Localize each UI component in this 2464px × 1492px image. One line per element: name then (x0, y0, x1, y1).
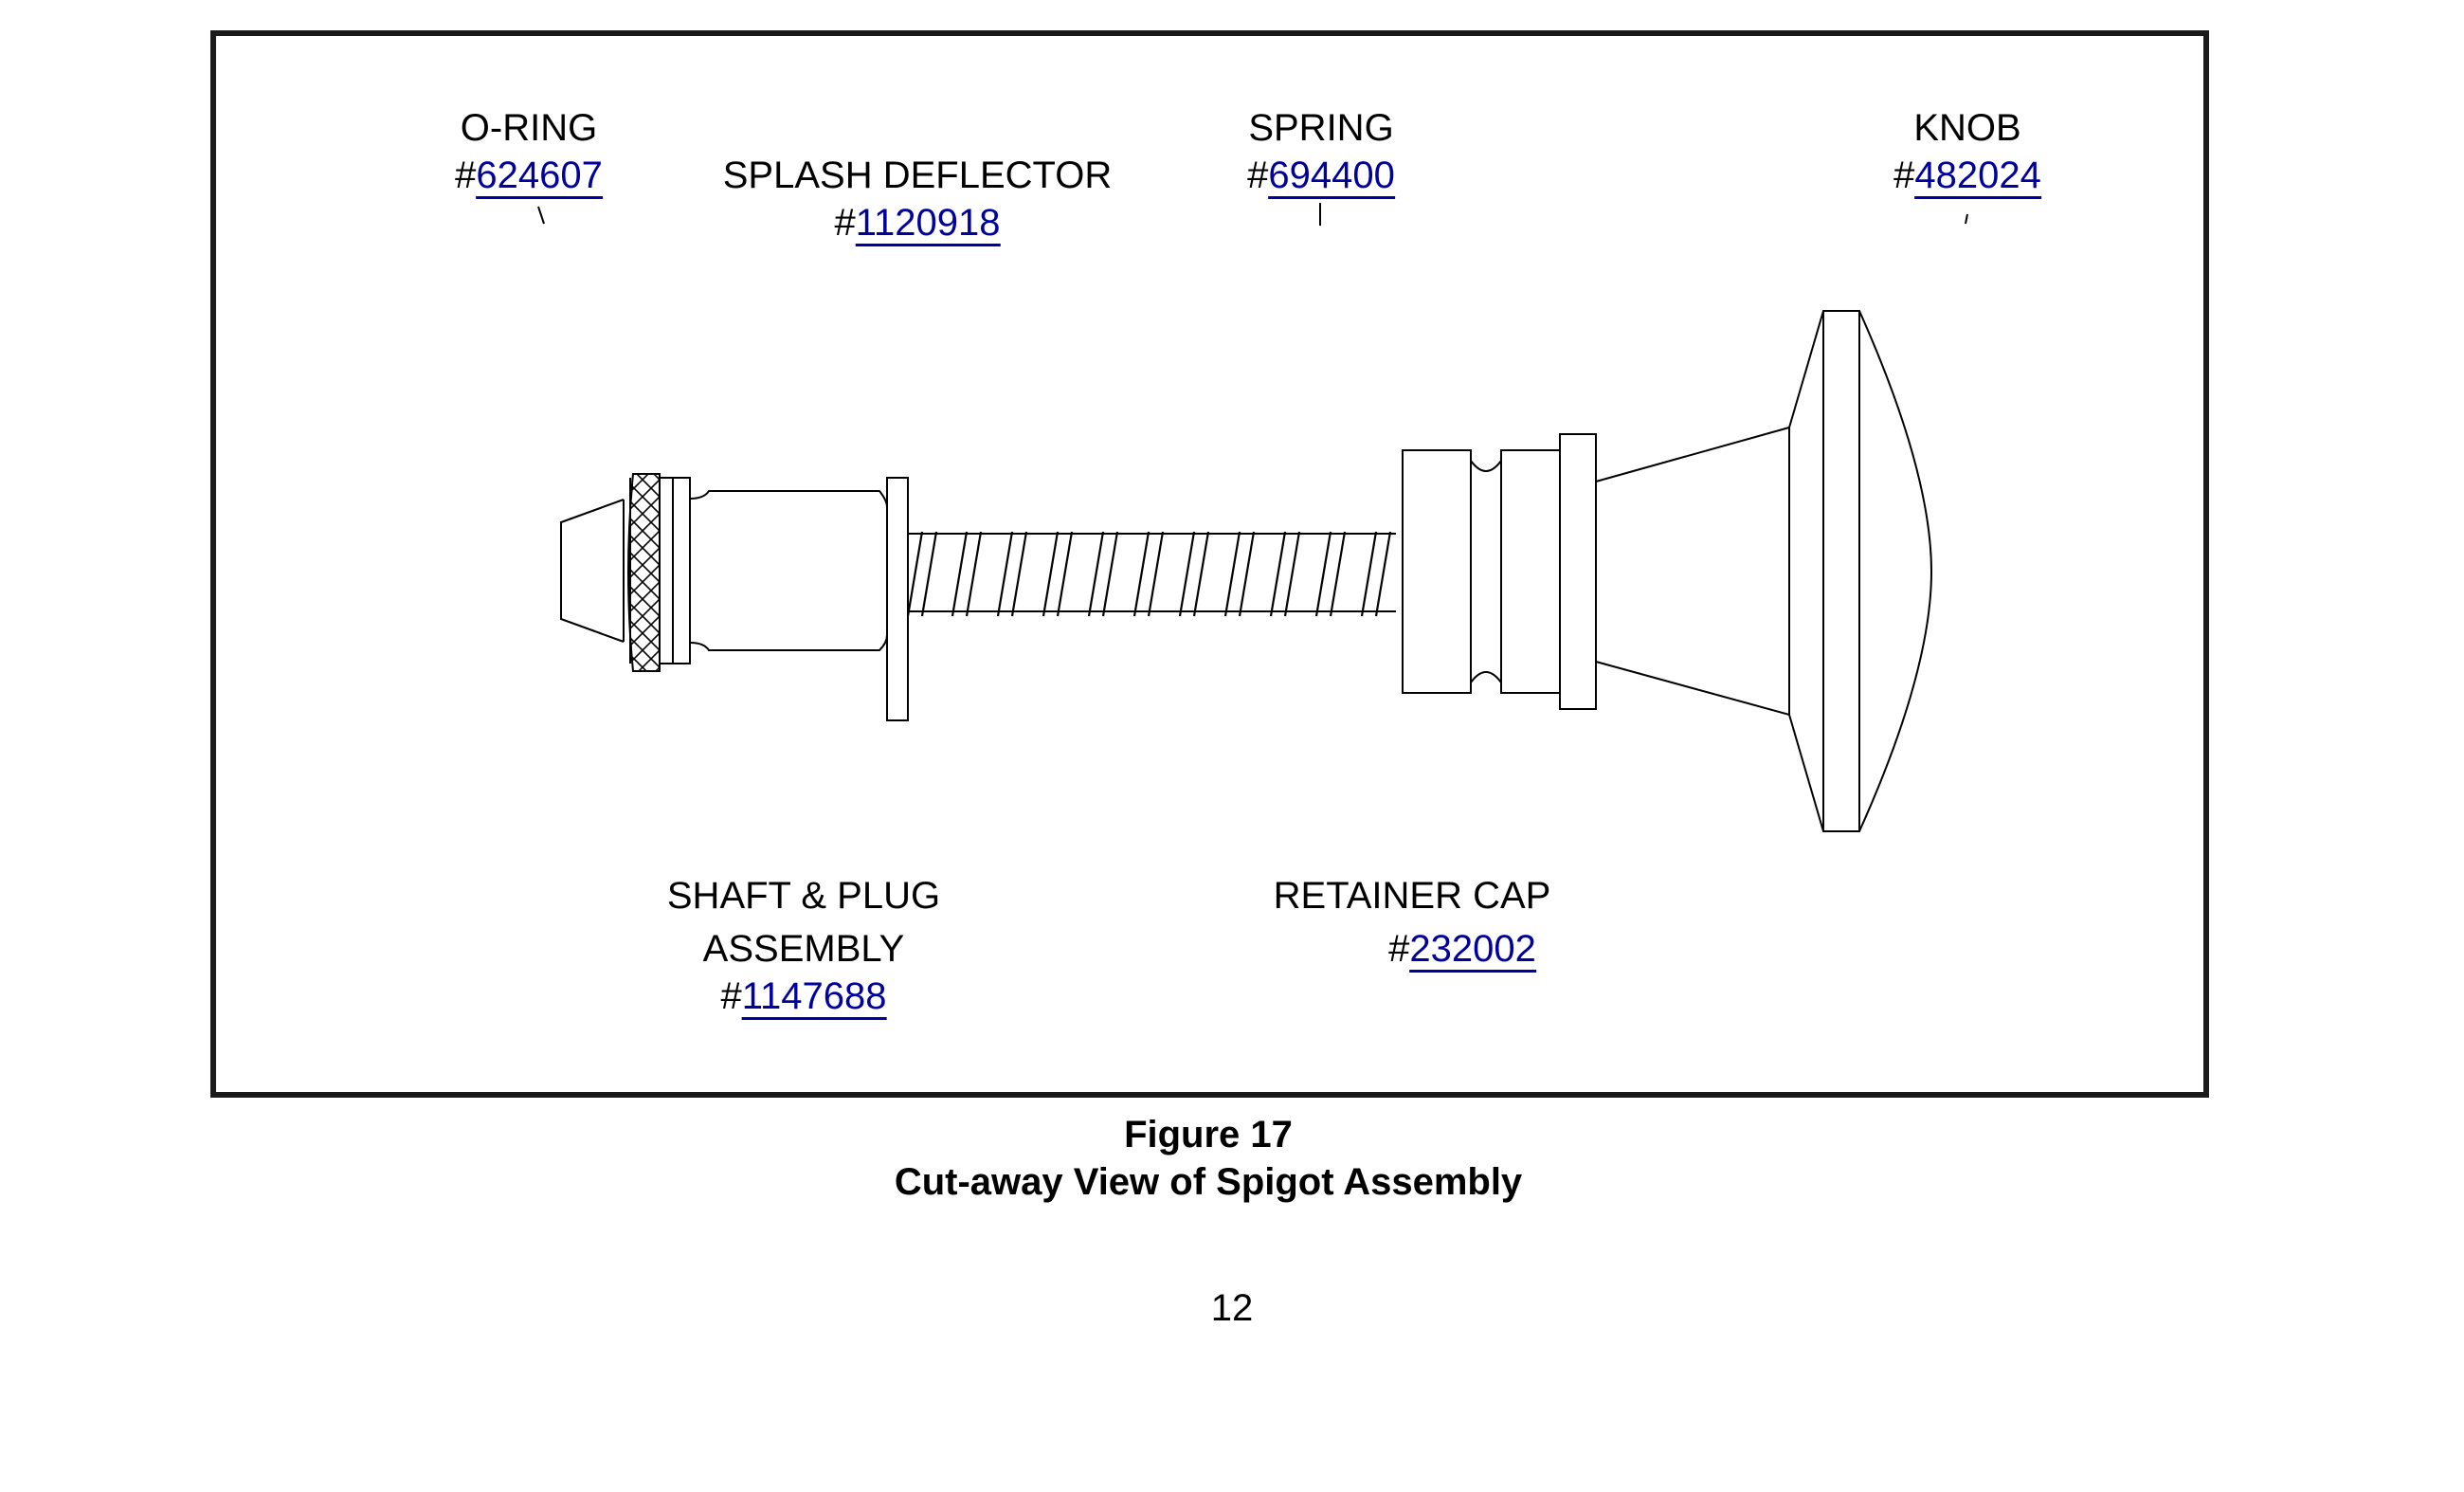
shaft-plug-part-link[interactable]: 1147688 (741, 975, 887, 1020)
shaft-plug-label: ASSEMBLY #1147688 (702, 925, 905, 1020)
shaft-plug-name: ASSEMBLY (702, 928, 905, 970)
nose-cone (560, 499, 625, 643)
spigot-assembly-drawing (537, 203, 1968, 832)
knob-body (1788, 310, 1933, 832)
splash-deflector-label: SPLASH DEFLECTOR #1120918 (722, 152, 1113, 246)
knob-label: KNOB #482024 (1893, 104, 2041, 199)
shaft-plug-name-cut: SHAFT & PLUG (666, 875, 941, 917)
knob-neck (1595, 426, 1790, 717)
retainer-cap-prefix: # (1388, 928, 1410, 970)
page-number: 12 (1210, 1287, 1254, 1329)
collar-band (659, 477, 691, 664)
splash-deflector-prefix: # (834, 202, 856, 244)
figure-title: Cut-away View of Spigot Assembly (894, 1161, 1523, 1203)
o-ring-band (627, 473, 661, 672)
spring-label: SPRING #694400 (1247, 104, 1395, 199)
knob-name: KNOB (1913, 107, 2021, 149)
knob-prefix: # (1893, 155, 1915, 196)
spring-name: SPRING (1248, 107, 1394, 149)
figure-number: Figure 17 (1124, 1114, 1293, 1155)
splash-deflector-part-link[interactable]: 1120918 (855, 202, 1001, 246)
retainer-cap (1402, 449, 1472, 694)
retainer-cap-part-link[interactable]: 232002 (1409, 928, 1536, 973)
spring-prefix: # (1247, 155, 1269, 196)
o-ring-part-link[interactable]: 624607 (476, 155, 603, 199)
retainer-cap-name-cut: RETAINER CAP (1273, 875, 1551, 917)
knob-part-link[interactable]: 482024 (1914, 155, 2041, 199)
o-ring-leader (537, 206, 545, 225)
shaft-body (689, 490, 888, 651)
retainer-cap-label: #232002 (1388, 925, 1536, 973)
knob-leader (1965, 213, 1968, 225)
shaft-plug-prefix: # (720, 975, 742, 1017)
o-ring-prefix: # (455, 155, 477, 196)
o-ring-label: O-RING #624607 (455, 104, 603, 199)
splash-deflector-name: SPLASH DEFLECTOR (722, 155, 1113, 196)
o-ring-name: O-RING (460, 107, 598, 149)
spring-coils (906, 531, 1392, 617)
splash-deflector (886, 477, 909, 721)
retainer-flange (1559, 433, 1597, 710)
spring-part-link[interactable]: 694400 (1268, 155, 1395, 199)
figure-frame: O-RING #624607 SPLASH DEFLECTOR #1120918… (210, 30, 2209, 1098)
